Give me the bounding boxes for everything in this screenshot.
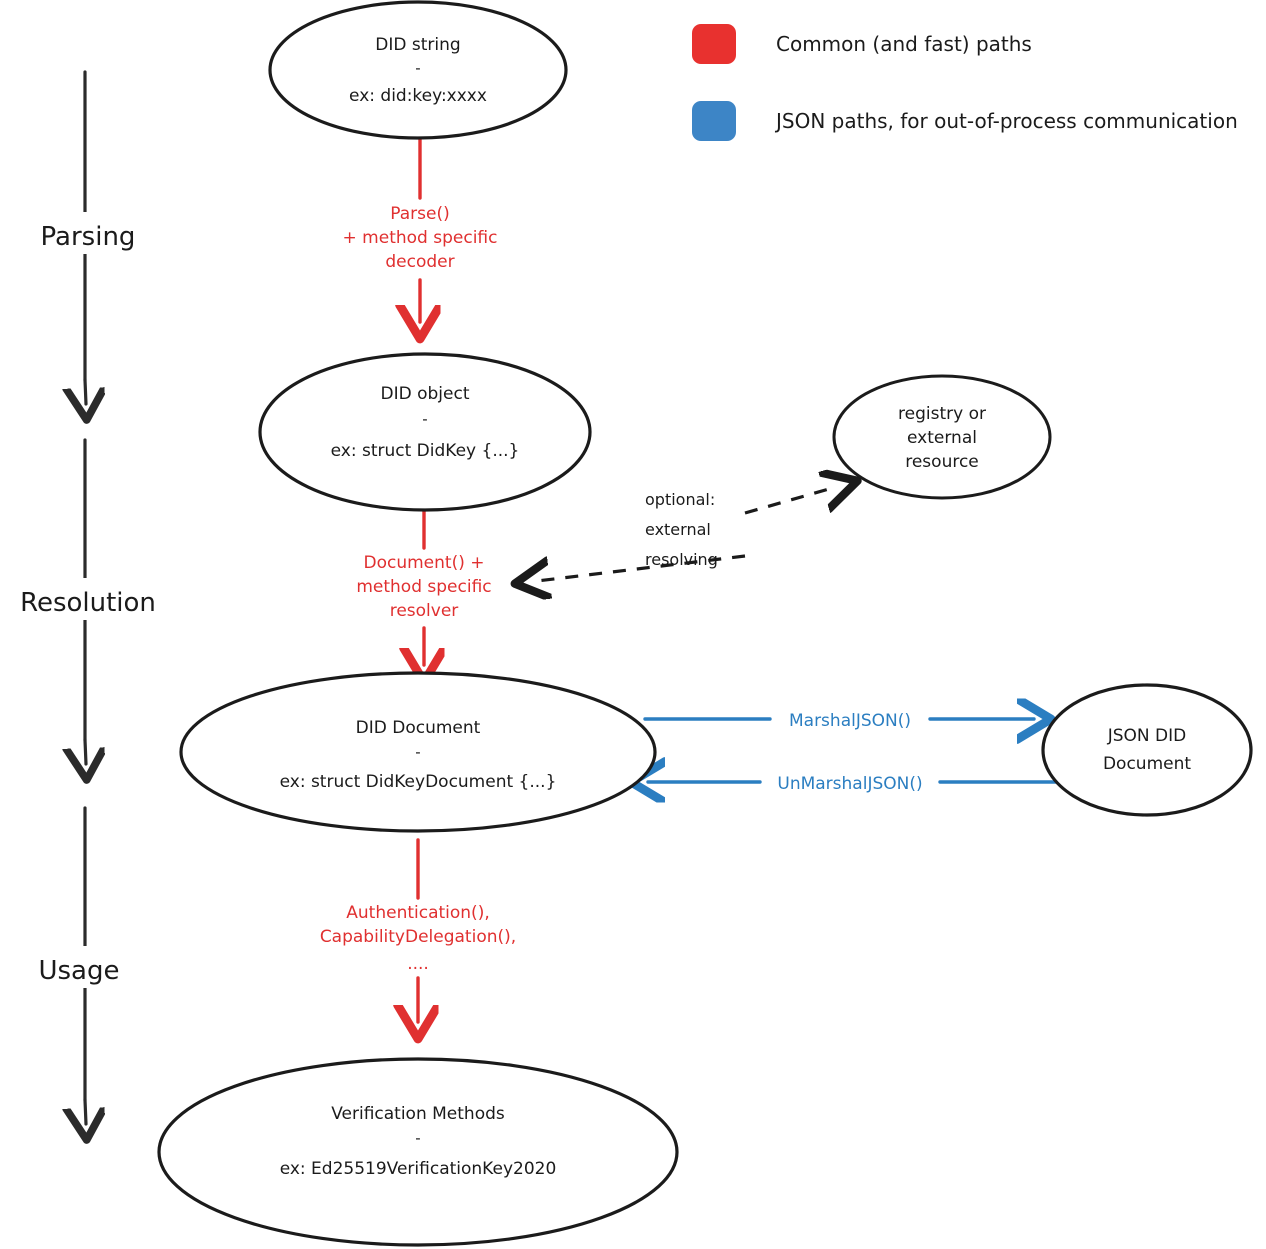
edge-document-label-line2: method specific [356,577,491,597]
node-json-did-document[interactable]: JSON DID Document [1041,683,1253,817]
edge-usage-label-line1: Authentication(), [346,903,489,923]
edge-usage-methods: Authentication(), CapabilityDelegation()… [320,838,516,1022]
phase-label-bg-parsing [22,212,152,254]
edge-marshal-json: MarshalJSON() [643,711,1034,731]
phase-label-usage: Usage [38,956,119,986]
edge-external-resolving: optional: external resolving [537,487,836,581]
node-registry-external-resource[interactable]: registry or external resource [832,374,1052,500]
node-did-document-line3: ex: struct DidKeyDocument {...} [280,772,557,792]
edge-external-in-arrow [537,554,746,581]
node-registry-shape[interactable] [832,374,1052,500]
node-did-document-line2: - [415,743,420,761]
edge-unmarshal-json: UnMarshalJSON() [648,774,1060,794]
edge-usage-label-line2: CapabilityDelegation(), [320,927,516,947]
legend-item-json-paths: JSON paths, for out-of-process communica… [692,101,1238,141]
phase-label-parsing: Parsing [41,222,136,252]
node-verification-methods-line3: ex: Ed25519VerificationKey2020 [280,1159,557,1179]
edge-external-label-line2: external [645,520,711,539]
phase-axis-arrow-resolution [85,738,86,764]
legend-label-common-paths: Common (and fast) paths [776,32,1032,56]
blue-swatch [692,101,736,141]
node-did-string-line1: DID string [375,35,460,55]
edge-document-label-line1: Document() + [364,553,485,573]
node-did-document-line1: DID Document [356,718,481,738]
legend-item-common-paths: Common (and fast) paths [692,24,1032,64]
node-did-object-line2: - [422,410,427,428]
phase-axis-arrow-parsing [85,378,86,404]
edge-document: Document() + method specific resolver [356,508,492,665]
edge-parse: Parse() + method specific decoder [343,135,498,322]
node-did-string-line3: ex: did:key:xxxx [349,86,487,106]
phase-label-bg-usage [24,946,142,988]
node-did-string-shape[interactable] [268,0,568,140]
node-json-did-document-line1: JSON DID [1107,726,1187,746]
node-registry-line2: external [907,428,977,448]
legend-label-json-paths: JSON paths, for out-of-process communica… [776,109,1238,133]
edge-parse-label-line2: + method specific [343,228,498,248]
node-did-object[interactable]: DID object - ex: struct DidKey {...} [258,352,592,512]
edge-parse-label-line1: Parse() [390,204,449,224]
node-registry-line3: resource [905,452,979,472]
node-verification-methods-line2: - [415,1129,420,1147]
edge-external-label-line3: resolving [645,550,718,569]
edge-marshal-label: MarshalJSON() [789,711,911,731]
phase-axis-arrow-usage [85,1098,86,1124]
node-registry-line1: registry or [898,404,986,424]
node-did-object-shape[interactable] [258,352,592,512]
node-json-did-document-shape[interactable] [1041,683,1253,817]
node-did-string[interactable]: DID string - ex: did:key:xxxx [268,0,568,140]
node-verification-methods[interactable]: Verification Methods - ex: Ed25519Verifi… [157,1057,679,1247]
node-did-document[interactable]: DID Document - ex: struct DidKeyDocument… [179,671,657,833]
node-did-document-shape[interactable] [179,671,657,833]
edge-usage-label-line3: .... [407,954,429,974]
edge-parse-label-line3: decoder [385,252,454,272]
node-verification-methods-line1: Verification Methods [331,1104,505,1124]
node-did-object-line1: DID object [381,384,470,404]
node-did-string-line2: - [415,59,420,77]
node-verification-methods-shape[interactable] [157,1057,679,1247]
edge-external-out-arrow [744,487,836,515]
phase-label-resolution: Resolution [20,588,156,618]
phase-label-bg-resolution [8,578,170,620]
node-json-did-document-line2: Document [1103,754,1191,774]
node-did-object-line3: ex: struct DidKey {...} [331,441,520,461]
edge-external-label-line1: optional: [645,490,715,509]
red-swatch [692,24,736,64]
edge-unmarshal-label: UnMarshalJSON() [777,774,922,794]
edge-document-label-line3: resolver [390,601,459,621]
